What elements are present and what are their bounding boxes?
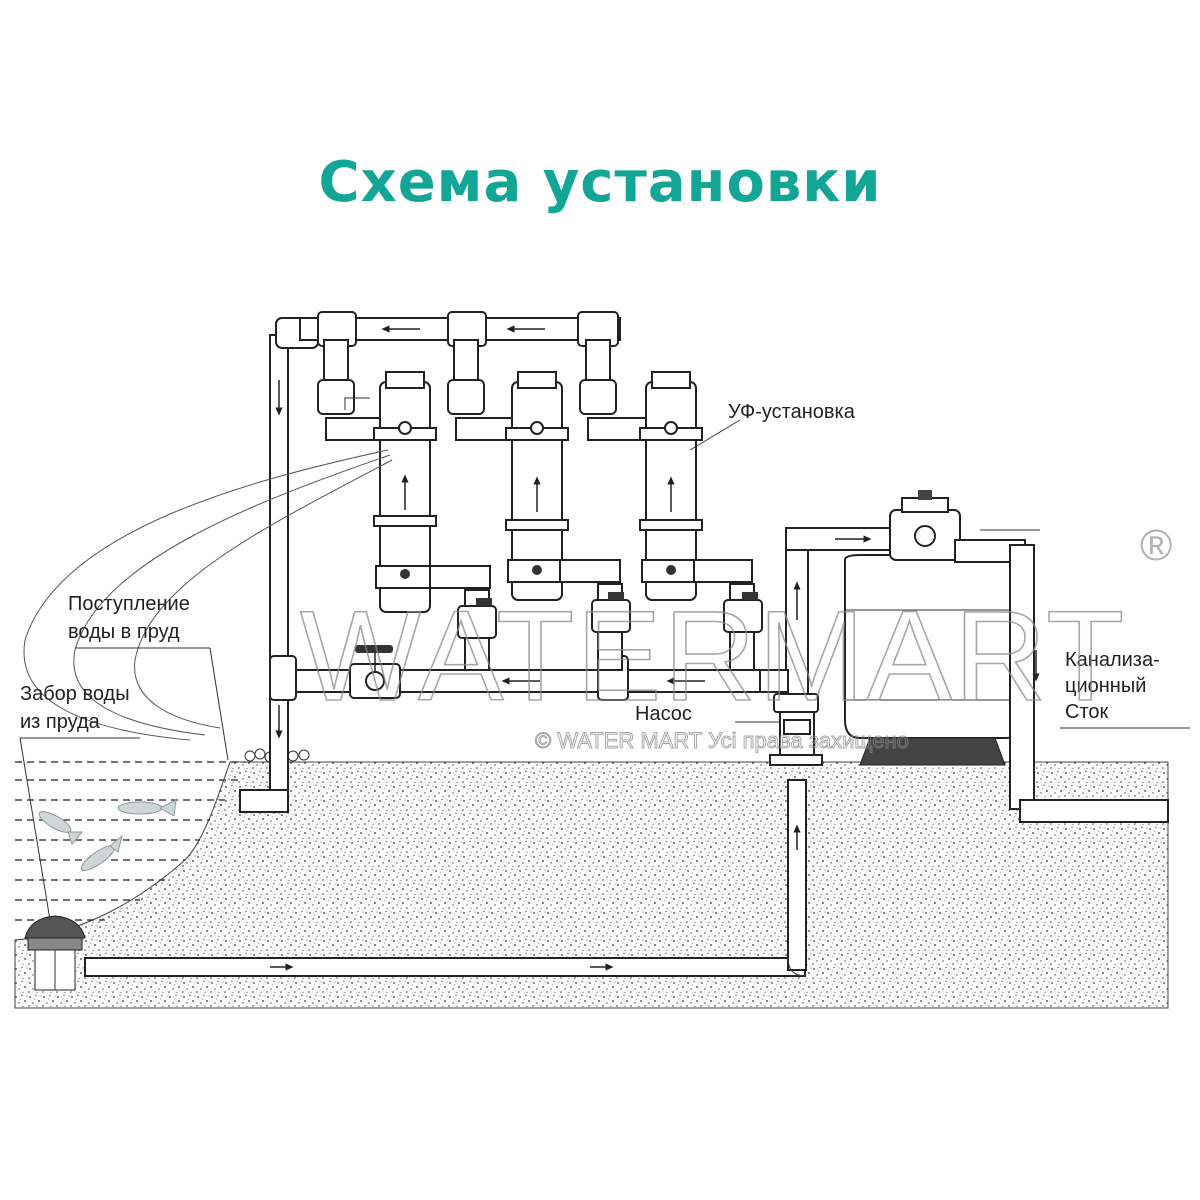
return-pipe xyxy=(239,317,319,813)
label-water-inflow-2: воды в пруд xyxy=(68,621,180,643)
watermark-registered: ® xyxy=(1140,521,1172,570)
uv-unit-2 xyxy=(447,339,631,671)
uv-unit-1 xyxy=(317,339,497,671)
top-manifold xyxy=(299,311,621,347)
sand-filter xyxy=(785,490,1169,823)
watermark-copyright: © WATER MART Усі права захищено xyxy=(535,728,909,753)
fish-icon xyxy=(38,799,177,871)
suction-pipe xyxy=(84,779,807,977)
uv-unit-3 xyxy=(579,339,763,671)
bypass-valve xyxy=(349,645,401,699)
label-water-inflow-1: Поступление xyxy=(68,593,190,615)
label-uv-unit: УФ-установка xyxy=(728,401,856,423)
label-water-intake-1: Забор воды xyxy=(20,683,130,705)
leader-lines xyxy=(19,419,1190,921)
label-sewer-2: ционный xyxy=(1065,675,1146,697)
label-sewer-1: Канализа- xyxy=(1065,649,1160,671)
watermark-brand: WATERMART xyxy=(300,585,1126,728)
label-water-intake-2: из пруда xyxy=(20,711,101,733)
spray-arcs xyxy=(23,449,393,741)
watermark: WATERMART ® © WATER MART Усі права захищ… xyxy=(299,521,1172,754)
page-title: Схема установки xyxy=(318,150,882,215)
pond-skimmer xyxy=(24,915,86,991)
label-sewer-3: Сток xyxy=(1065,701,1109,723)
bottom-manifold xyxy=(269,655,787,701)
label-pump: Насос xyxy=(635,703,692,725)
